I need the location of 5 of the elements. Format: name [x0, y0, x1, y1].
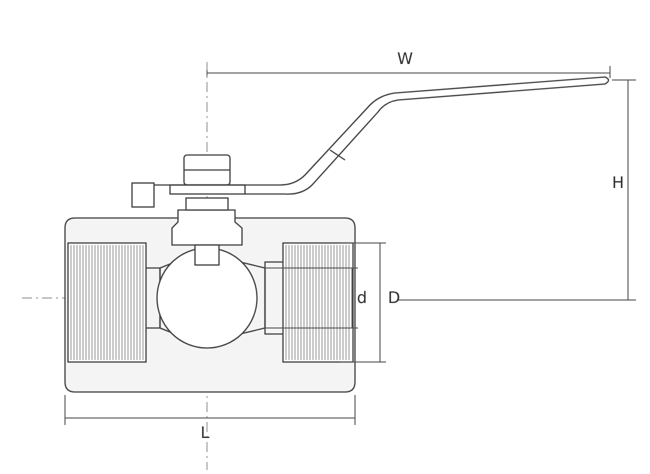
- dimension-label: d: [356, 290, 368, 306]
- dimension-label: L: [200, 425, 210, 441]
- dimension-label: H: [612, 175, 624, 191]
- dimension-label: D: [388, 290, 400, 306]
- dimension-label: W: [397, 51, 413, 67]
